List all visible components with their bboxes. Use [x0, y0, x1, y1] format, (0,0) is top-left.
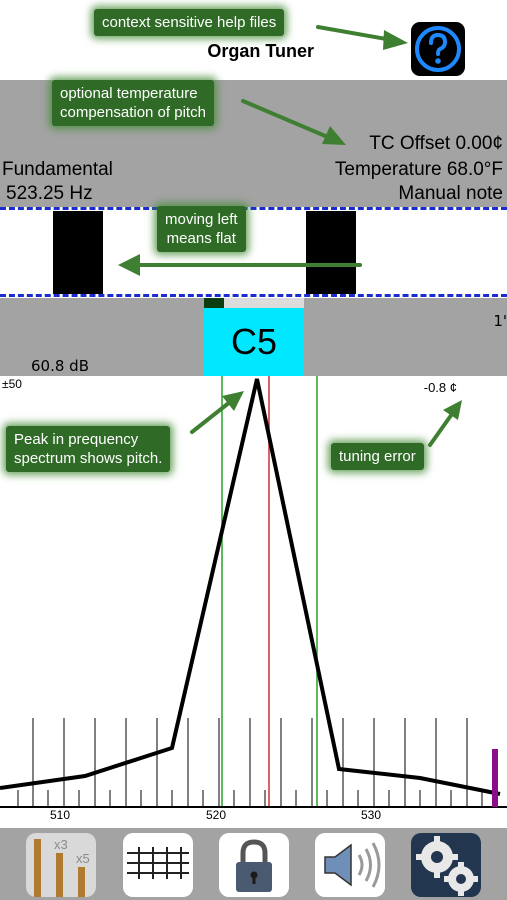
- callout-tuning-error: tuning error: [331, 443, 424, 470]
- tuning-error-readout: -0.8 ¢: [423, 380, 457, 395]
- strobe-bottom-line: [0, 294, 507, 297]
- settings-button[interactable]: [411, 833, 481, 897]
- spectrum-plot: [0, 376, 507, 808]
- question-circle-icon: [415, 26, 461, 72]
- help-button[interactable]: [411, 22, 465, 76]
- level-marker: [492, 749, 498, 807]
- speaker-icon: [324, 842, 381, 888]
- speaker-button[interactable]: [315, 833, 385, 897]
- note-display[interactable]: C5: [204, 308, 304, 376]
- keyboard-button[interactable]: [123, 833, 193, 897]
- strobe-display: [0, 207, 507, 298]
- pipes-button[interactable]: x3 x5: [26, 833, 96, 897]
- spectrum-curve: [0, 378, 501, 796]
- pipe-length: 1': [493, 312, 507, 330]
- cents-range: ±50: [2, 377, 22, 391]
- gears-icon: [416, 836, 478, 896]
- fundamental-frequency: 523.25 Hz: [6, 183, 93, 204]
- callout-temperature: optional temperature compensation of pit…: [52, 80, 214, 126]
- svg-text:x3: x3: [54, 837, 68, 852]
- lock-icon: [236, 839, 272, 892]
- callout-help: context sensitive help files: [94, 9, 285, 36]
- db-level: 60.8 dB: [31, 357, 89, 375]
- strobe-block: [53, 211, 103, 294]
- callout-flat: moving left means flat: [157, 206, 246, 252]
- note-mode[interactable]: Manual note: [398, 183, 503, 204]
- keyboard-grid-icon: [127, 847, 189, 879]
- strobe-top-line: [0, 207, 507, 210]
- fundamental-label: Fundamental: [2, 159, 113, 180]
- x-tick-label: 530: [361, 808, 382, 822]
- tuning-meter-indicator: [204, 298, 224, 308]
- temperature[interactable]: Temperature 68.0°F: [334, 159, 503, 180]
- tuning-meter-track: [204, 298, 304, 308]
- svg-text:x5: x5: [76, 851, 90, 866]
- x-tick-label: 510: [50, 808, 71, 822]
- tc-offset[interactable]: TC Offset 0.00¢: [369, 133, 503, 154]
- x-tick-label: 520: [206, 808, 227, 822]
- lock-button[interactable]: [219, 833, 289, 897]
- strobe-block: [306, 211, 356, 294]
- app-title: Organ Tuner: [207, 41, 314, 61]
- callout-peak: Peak in prequency spectrum shows pitch.: [6, 426, 171, 472]
- pipes-icon: x3 x5: [34, 837, 90, 897]
